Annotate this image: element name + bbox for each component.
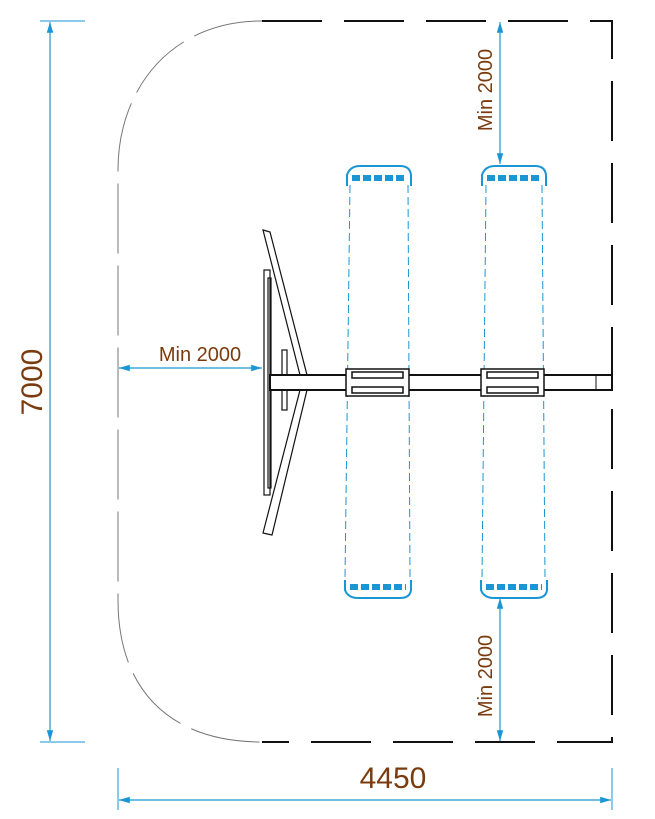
height-label: 7000 bbox=[16, 349, 49, 416]
width-label: 4450 bbox=[360, 762, 427, 795]
width-dimension: 4450 bbox=[117, 762, 613, 810]
top-clearance-label: Min 2000 bbox=[475, 49, 497, 131]
left-clearance-label: Min 2000 bbox=[159, 344, 241, 366]
left-clearance-dimension: Min 2000 bbox=[119, 344, 262, 372]
bottom-clearance-dimension: Min 2000 bbox=[475, 598, 504, 741]
top-beam bbox=[269, 374, 613, 391]
bottom-clearance-label: Min 2000 bbox=[475, 635, 497, 717]
swing-hanger-1 bbox=[345, 368, 410, 397]
swing-hanger-2 bbox=[480, 368, 545, 397]
height-dimension: 7000 bbox=[16, 20, 85, 743]
top-clearance-dimension: Min 2000 bbox=[475, 21, 504, 164]
